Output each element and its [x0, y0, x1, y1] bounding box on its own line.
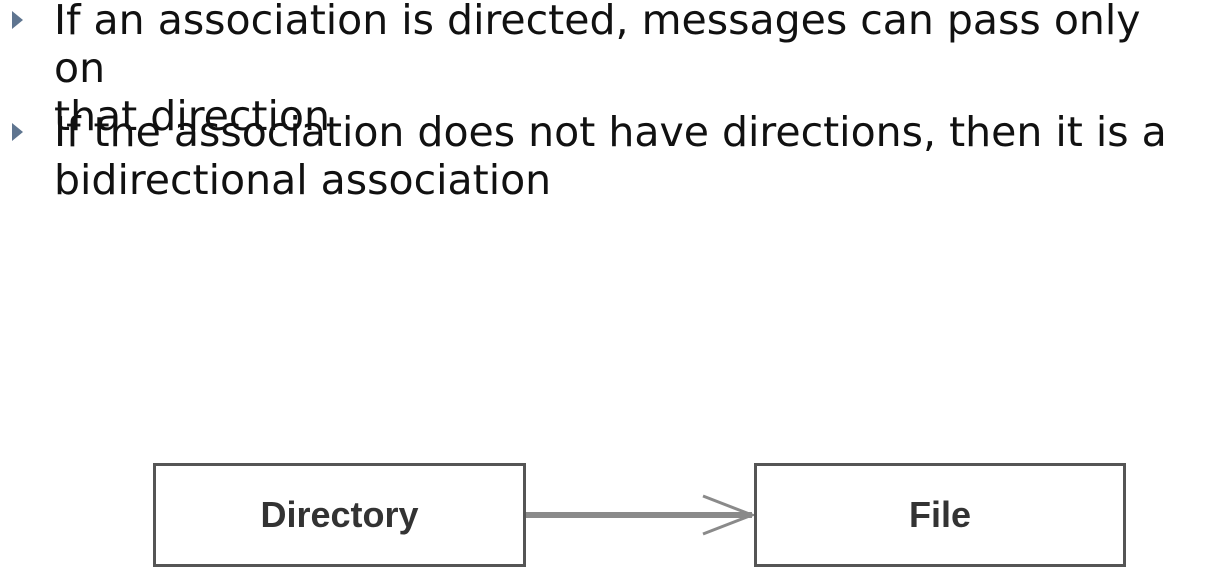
bullet-text-line: that direction [54, 92, 330, 140]
open-arrowhead-icon [702, 494, 757, 536]
class-box-directory: Directory [153, 463, 526, 567]
class-name: Directory [260, 494, 419, 535]
bullet-triangle-icon [12, 123, 23, 141]
bullet-text-line: If an association is directed, messages … [54, 0, 1141, 92]
class-name: File [908, 494, 971, 535]
bullet-text-line: If the association does not have directi… [54, 108, 1167, 156]
bullet-item-directed: If an association is directed, messages … [12, 0, 1204, 140]
bullet-text-line: bidirectional association [54, 156, 552, 204]
bullet-triangle-icon [12, 11, 23, 29]
bullet-item-bidirectional: If the association does not have directi… [12, 108, 1204, 204]
class-box-file: File [754, 463, 1126, 567]
